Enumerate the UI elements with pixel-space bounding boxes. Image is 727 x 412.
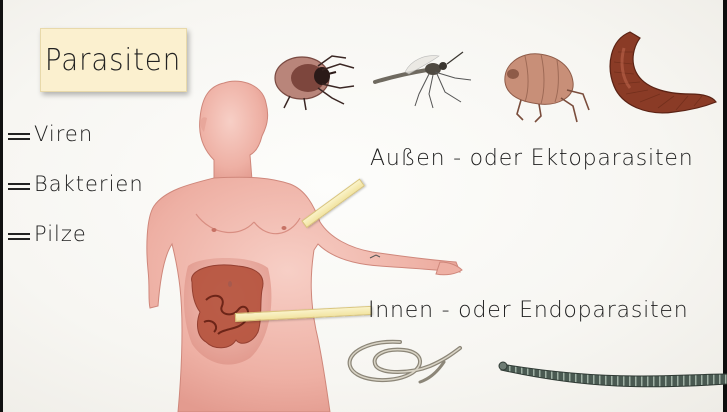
mosquito-icon [365, 42, 475, 112]
label-endoparasites: Innen - oder Endoparasiten [368, 298, 689, 323]
flea-icon [495, 44, 595, 124]
tick-icon [270, 48, 380, 118]
tapeworm-icon [497, 352, 727, 392]
roundworm-icon [340, 334, 470, 394]
leech-icon [600, 22, 720, 122]
intestine [192, 265, 263, 348]
label-ectoparasites: Außen - oder Ektoparasiten [370, 146, 693, 171]
